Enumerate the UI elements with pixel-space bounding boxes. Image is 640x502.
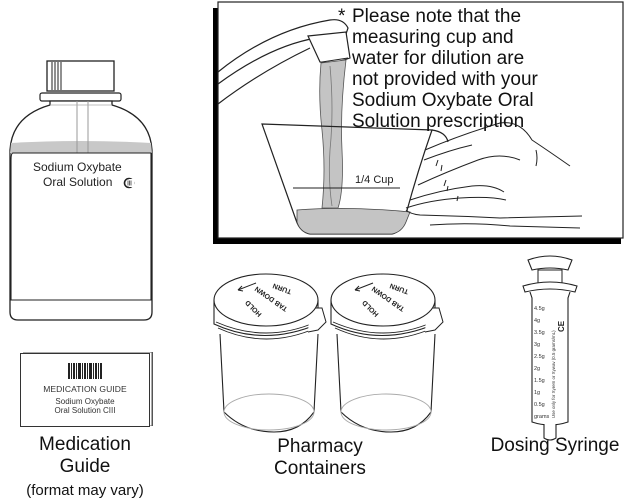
medication-guide-caption: Medication Guide [10, 434, 160, 478]
bottle-label-line2: Oral Solution [43, 175, 113, 189]
note-line: Solution prescription [352, 111, 525, 132]
pharmacy-container: TURN TAB DOWN HOLD [213, 273, 327, 433]
barcode-icon [68, 363, 102, 379]
syringe-scale-mark: 1g [534, 390, 540, 396]
syringe-scale-mark: 2g [534, 366, 540, 372]
medication-guide-card-title: MEDICATION GUIDE [43, 384, 127, 394]
syringe-scale-mark: 1.5g [534, 378, 545, 384]
note-line: Sodium Oxybate Oral [352, 90, 534, 111]
syringe-scale-mark: 3g [534, 342, 540, 348]
note-line: Please note that the [352, 6, 522, 27]
note-line: measuring cup and [352, 27, 514, 48]
dosing-syringe-illustration: 4.5g 4g 3.5g 3g 2.5g 2g 1.5g 1g 0.5g grams Use on… [522, 255, 578, 441]
hand-illustration [405, 122, 583, 229]
syringe-scale-mark: grams [534, 414, 550, 420]
note-asterisk: * [338, 6, 346, 27]
pharmacy-container: TURN TAB DOWN HOLD [330, 273, 444, 433]
medication-guide-card-line1: Sodium Oxybate [55, 397, 115, 406]
pharmacy-containers-caption: Pharmacy Containers [240, 436, 400, 480]
schedule-c3-icon [123, 177, 135, 189]
water-stream [319, 59, 347, 209]
medication-guide-card: MEDICATION GUIDE Sodium Oxybate Oral Sol… [20, 353, 150, 427]
medication-guide-card-line2: Oral Solution CIII [54, 406, 116, 415]
bottle-cap [46, 60, 115, 92]
medication-guide-caption-line1: Medication [39, 434, 131, 455]
ce-mark-icon: CE [557, 320, 566, 332]
syringe-side-text: Use only for Xyrem or Xywav (0.5 grams/m… [551, 330, 556, 418]
syringe-scale-mark: 2.5g [534, 354, 545, 360]
note-line: not provided with your [352, 69, 538, 90]
container-lid [213, 273, 319, 327]
bottle-label-line1: Sodium Oxybate [33, 160, 122, 174]
bottle-liquid [10, 141, 152, 153]
container-lid [330, 273, 436, 327]
quarter-cup-label: 1/4 Cup [355, 174, 394, 186]
syringe-scale: 4.5g 4g 3.5g 3g 2.5g 2g 1.5g 1g 0.5g grams [534, 306, 550, 420]
format-may-vary-note: (format may vary) [26, 482, 144, 499]
pharmacy-containers-caption-line1: Pharmacy [277, 436, 363, 457]
pharmacy-containers-illustration: TURN TAB DOWN HOLD TURN TAB DOWN HOLD [213, 273, 444, 433]
panel-frame [217, 1, 624, 239]
syringe-scale-mark: 4.5g [534, 306, 545, 312]
pharmacy-containers-caption-line2: Containers [274, 457, 366, 479]
note-line: water for dilution are [352, 48, 525, 69]
measuring-cup-panel [213, 1, 624, 244]
syringe-scale-mark: 4g [534, 318, 540, 324]
bottle-illustration [9, 60, 153, 321]
syringe-scale-mark: 0.5g [534, 402, 545, 408]
faucet-icon [217, 19, 351, 105]
syringe-scale-mark: 3.5g [534, 330, 545, 336]
cup-water [296, 208, 411, 235]
dilution-note: * Please note that the measuring cup and… [338, 6, 634, 132]
dosing-syringe-caption: Dosing Syringe [490, 435, 620, 456]
medication-guide-caption-line2: Guide [59, 455, 111, 477]
